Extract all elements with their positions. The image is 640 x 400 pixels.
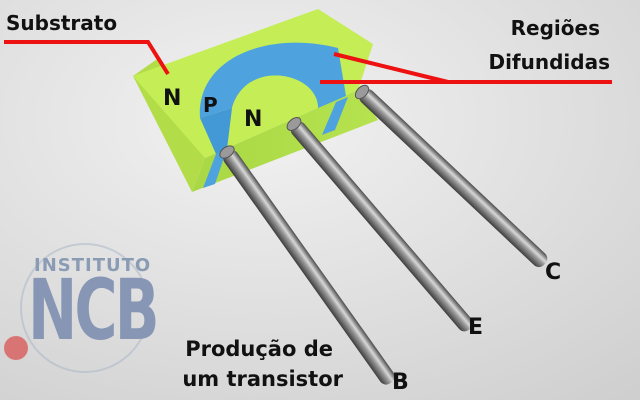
p-region-front-right [322, 97, 348, 135]
n-region-label: N [244, 107, 263, 132]
p-region-top [199, 42, 346, 118]
logo-ncb-text: NCB [28, 261, 160, 359]
n-substrate-label: N [163, 86, 182, 111]
substrato-callout-line [4, 40, 170, 76]
caption-line-2: um transistor [182, 367, 343, 391]
regioes-label: Regiões [510, 16, 600, 40]
regioes-callout-line-upper [333, 52, 449, 84]
logo-red-circle [4, 336, 28, 360]
caption-line-1: Produção de [185, 337, 333, 361]
n-region-top [232, 75, 318, 130]
substrato-label: Substrato [6, 11, 118, 35]
lead-b [219, 145, 395, 385]
lead-e [286, 117, 473, 332]
logo-ring [20, 243, 150, 373]
base-label: B [392, 370, 409, 395]
difundidas-label: Difundidas [488, 50, 610, 74]
p-region-front [203, 149, 227, 188]
collector-label: C [545, 260, 562, 285]
p-region-side [200, 108, 232, 154]
logo-instituto-text: INSTITUTO [34, 255, 152, 276]
emitter-label: E [468, 315, 484, 340]
p-region-label: P [203, 93, 218, 117]
lead-c [354, 84, 548, 268]
